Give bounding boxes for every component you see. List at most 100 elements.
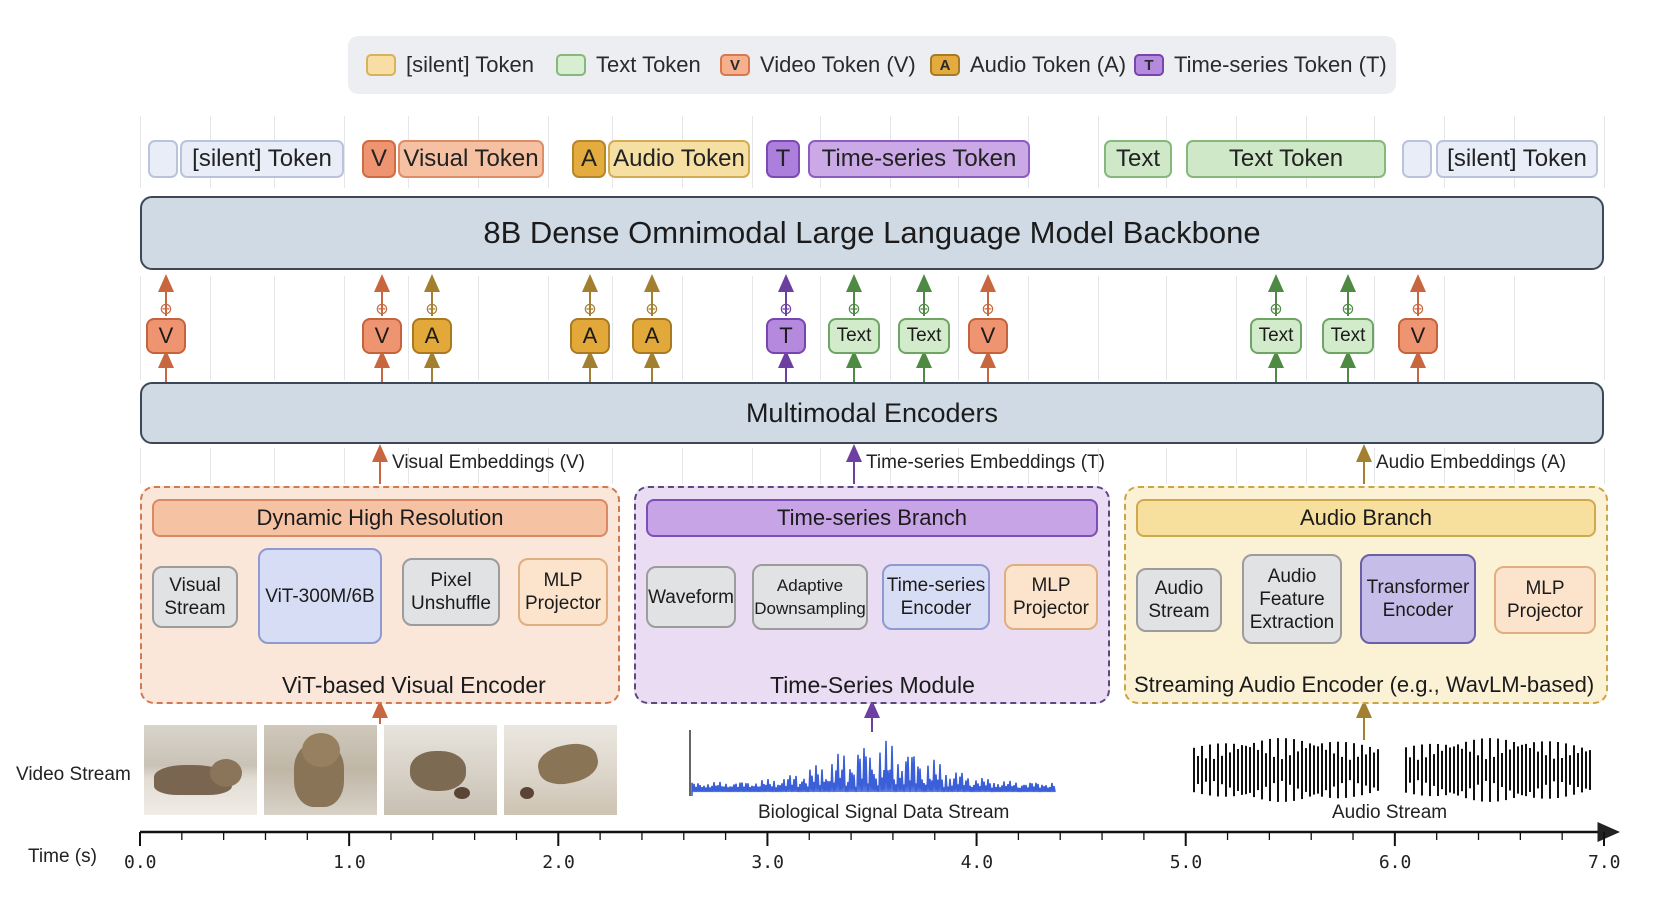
grid-line (1166, 276, 1167, 380)
mid-token-v: V (146, 318, 186, 354)
grid-line (1306, 276, 1307, 380)
visual-branch-title: ViT-based Visual Encoder (282, 672, 546, 698)
add-sign-icon: ⊕ (847, 299, 860, 318)
grid-line (1514, 448, 1515, 484)
mid-token-text: Text (1250, 318, 1302, 354)
ts-branch-header: Time-series Branch (646, 499, 1098, 537)
audio-swatch-icon: A (930, 54, 960, 76)
subtract-sign-icon: ⊖ (375, 299, 388, 318)
audio-branch-header: Audio Branch (1136, 499, 1596, 537)
grid-line (1098, 448, 1099, 484)
subtract-sign-icon: ⊖ (1411, 299, 1424, 318)
grid-line (1374, 448, 1375, 484)
grid-line (958, 276, 959, 380)
axis-tick-label: 7.0 (1588, 852, 1621, 873)
silent-swatch-icon (366, 54, 396, 76)
grid-line (612, 448, 613, 484)
legend-item-audio: A Audio Token (A) (930, 52, 1126, 78)
grid-line (1444, 448, 1445, 484)
axis-tick-label: 4.0 (960, 852, 994, 873)
legend-item-silent: [silent] Token (366, 52, 534, 78)
audio-feature-box: Audio Feature Extraction (1242, 554, 1342, 644)
axis-tick-label: 6.0 (1378, 852, 1412, 873)
audio-token: Audio Token (608, 140, 750, 178)
grid-line (1604, 116, 1605, 188)
silent-token-small (148, 140, 178, 178)
axis-tick-label: 3.0 (751, 852, 784, 873)
mid-token-text: Text (898, 318, 950, 354)
legend-label: Audio Token (A) (970, 52, 1127, 77)
axis-tick-label: 0.0 (124, 852, 157, 873)
grid-line (210, 448, 211, 484)
grid-line (1028, 448, 1029, 484)
cat-video-frame-icon (384, 725, 497, 815)
axis-tick-label: 1.0 (333, 852, 366, 873)
grid-line (1028, 276, 1029, 380)
video-swatch-icon: V (720, 54, 750, 76)
grid-line (344, 116, 345, 188)
grid-line (820, 276, 821, 380)
grid-line (344, 448, 345, 484)
grid-line (1098, 116, 1099, 188)
video-stream-label: Video Stream (16, 764, 131, 785)
ts-token: Time-series Token (808, 140, 1030, 178)
grid-line (140, 448, 141, 484)
ts-encoder-box: Time-series Encoder (882, 564, 990, 630)
add-sign-icon: ⊕ (583, 299, 596, 318)
legend-label: Video Token (V) (760, 52, 916, 77)
legend-label: Text Token (596, 52, 701, 77)
audio-stream-box: Audio Stream (1136, 568, 1222, 632)
waveform-box: Waveform (646, 566, 736, 628)
grid-line (752, 276, 753, 380)
backbone-label: 8B Dense Omnimodal Large Language Model … (483, 215, 1261, 250)
subtract-sign-icon: ⊖ (981, 299, 994, 318)
audio-token-glyph: A (572, 140, 606, 178)
ts-embeddings-label: Time-series Embeddings (T) (866, 452, 1105, 473)
grid-line (1306, 448, 1307, 484)
legend-item-text: Text Token (556, 52, 701, 78)
grid-line (274, 276, 275, 380)
grid-line (682, 448, 683, 484)
grid-line (1236, 448, 1237, 484)
subtract-sign-icon: ⊖ (159, 299, 172, 318)
mid-token-v: V (1398, 318, 1438, 354)
grid-line (890, 276, 891, 380)
ts-swatch-icon: T (1134, 54, 1164, 76)
axis-tick-label: 2.0 (542, 852, 575, 873)
pixel-unshuffle-box: Pixel Unshuffle (402, 558, 500, 626)
audio-stream-label: Audio Stream (1332, 802, 1448, 823)
add-sign-icon: ⊕ (425, 299, 438, 318)
time-axis-label: Time (s) (28, 846, 97, 867)
add-sign-icon: ⊕ (1341, 299, 1354, 318)
cat-video-frame-icon (144, 725, 257, 815)
grid-line (1166, 448, 1167, 484)
audio-mlp-projector-box: MLP Projector (1494, 566, 1596, 634)
grid-line (1604, 448, 1605, 484)
visual-branch-header: Dynamic High Resolution (152, 499, 608, 537)
grid-line (1604, 276, 1605, 380)
legend-item-video: V Video Token (V) (720, 52, 916, 78)
grid-line (958, 448, 959, 484)
legend (348, 36, 1396, 94)
grid-line (1098, 276, 1099, 380)
visual-stream-box: Visual Stream (152, 566, 238, 628)
visual-token-glyph: V (362, 140, 396, 178)
grid-line (140, 116, 141, 188)
grid-line (344, 276, 345, 380)
visual-token: Visual Token (398, 140, 544, 178)
llm-backbone: 8B Dense Omnimodal Large Language Model … (140, 196, 1604, 270)
visual-embeddings-label: Visual Embeddings (V) (392, 452, 585, 473)
visual-mlp-projector-box: MLP Projector (518, 558, 608, 626)
grid-line (140, 276, 141, 380)
legend-label: [silent] Token (406, 52, 535, 77)
grid-line (548, 116, 549, 188)
mid-token-v: V (362, 318, 402, 354)
cat-video-frame-icon (264, 725, 377, 815)
grid-line (752, 448, 753, 484)
mid-token-a: A (632, 318, 672, 354)
text-token-small: Text (1104, 140, 1172, 178)
bio-signal-waveform-icon (691, 740, 1056, 796)
mid-token-text: Text (1322, 318, 1374, 354)
add-sign-icon: ⊕ (779, 299, 792, 318)
